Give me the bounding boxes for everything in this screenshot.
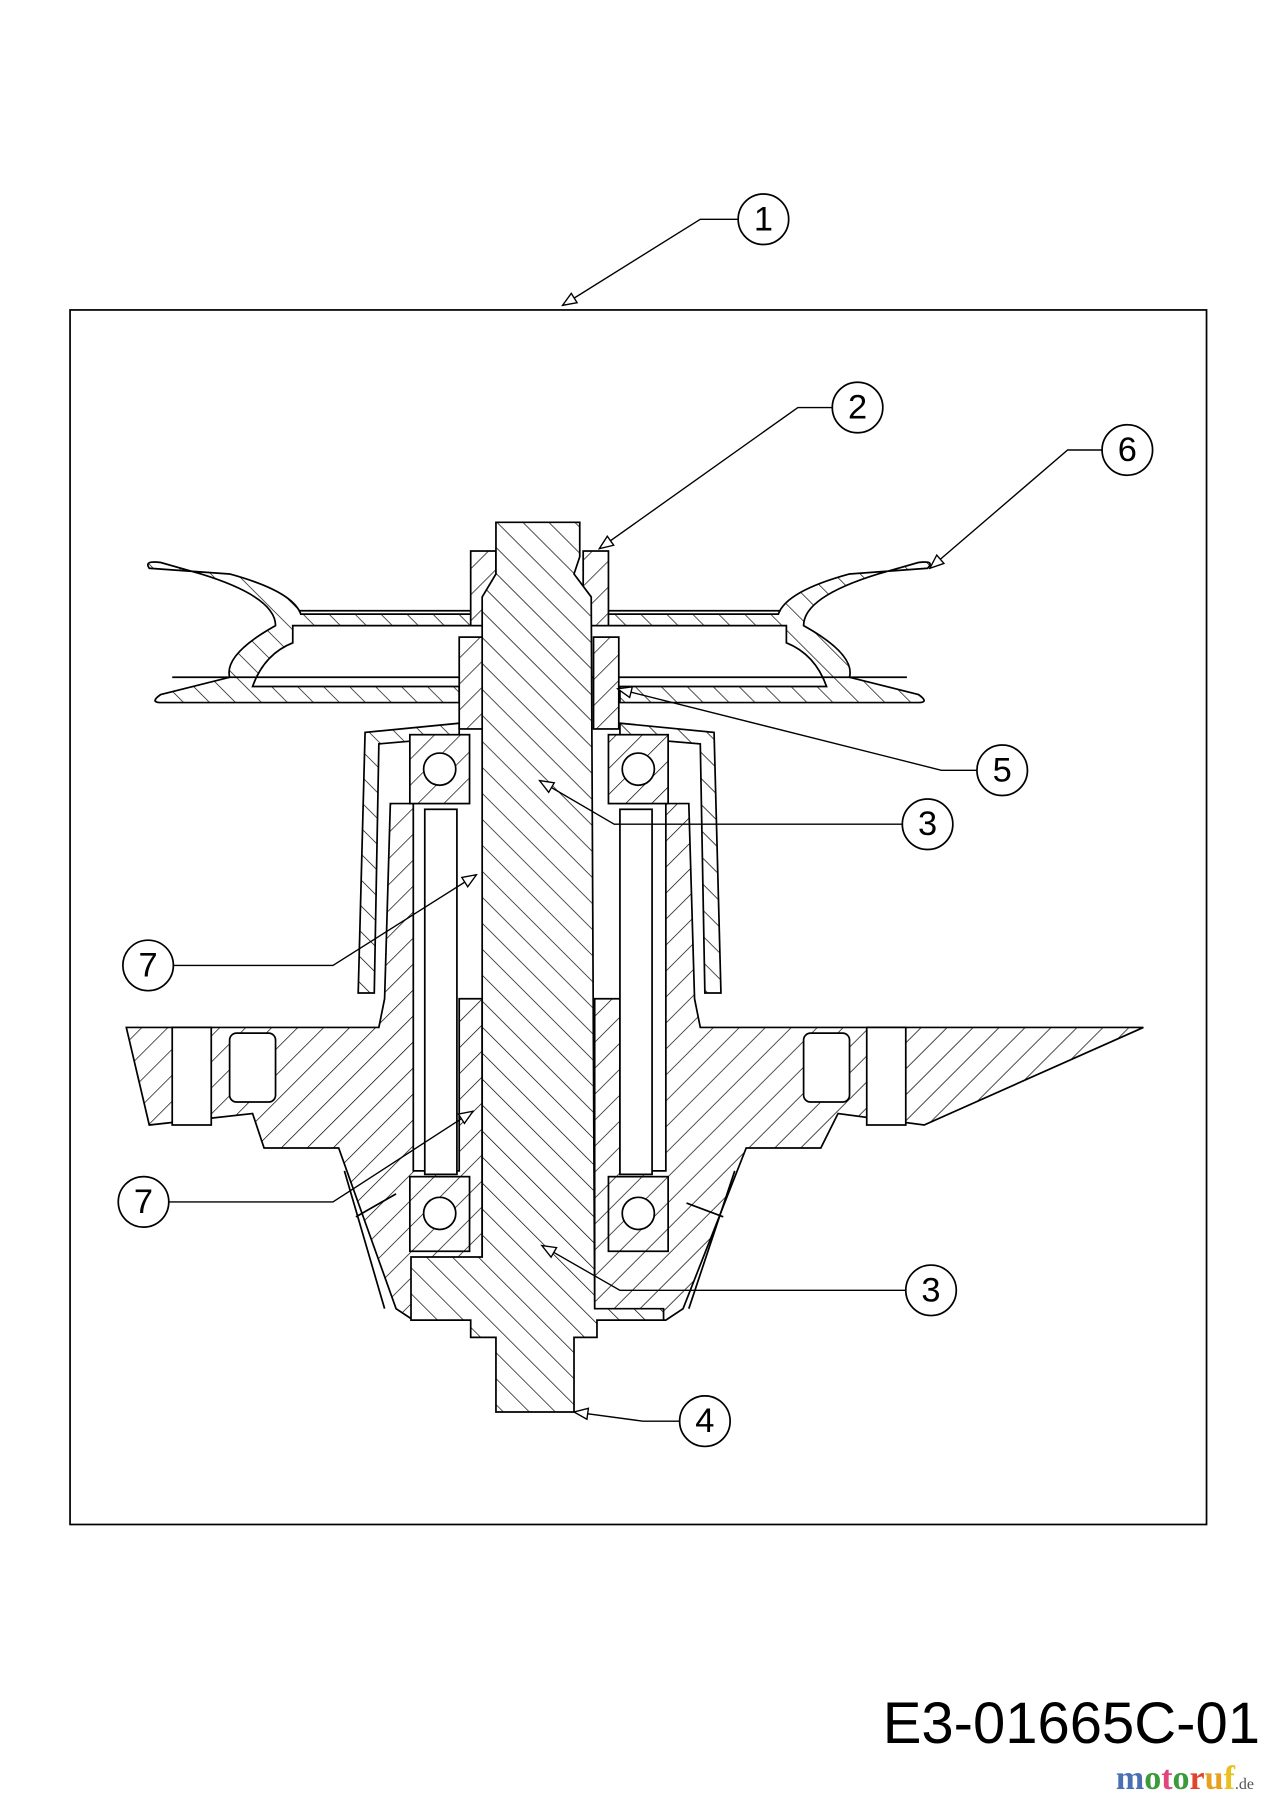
lower-bearings (408, 1175, 670, 1253)
spacer-right (592, 636, 620, 730)
spacer-left (458, 636, 486, 730)
callout-3-upper[interactable]: 3 (901, 798, 954, 851)
leader-lines (168, 218, 1103, 1422)
callout-3-lower[interactable]: 3 (904, 1264, 958, 1317)
watermark-logo: motoruf.de (1115, 1760, 1254, 1797)
callout-5[interactable]: 5 (976, 744, 1029, 797)
callout-2[interactable]: 2 (831, 381, 884, 434)
svg-text:6: 6 (1118, 431, 1137, 469)
callout-7-lower[interactable]: 7 (117, 1175, 170, 1229)
svg-text:4: 4 (695, 1402, 714, 1440)
callout-4[interactable]: 4 (678, 1395, 731, 1448)
assembly-frame (69, 309, 1208, 1526)
svg-text:3: 3 (921, 1271, 940, 1309)
drawing-code: E3-01665C-01 (882, 1691, 1260, 1756)
svg-text:5: 5 (993, 751, 1012, 789)
bearing-spacer-tube (423, 808, 458, 1176)
spindle-shaft (410, 521, 665, 1413)
pulley (146, 561, 495, 704)
svg-text:7: 7 (139, 946, 158, 984)
callout-1[interactable]: 1 (737, 193, 790, 246)
svg-text:2: 2 (848, 389, 867, 427)
svg-text:3: 3 (918, 805, 937, 843)
svg-text:7: 7 (134, 1183, 153, 1221)
callout-6[interactable]: 6 (1101, 423, 1154, 477)
upper-bearings (408, 733, 670, 805)
svg-text:1: 1 (754, 200, 773, 238)
callout-7-upper[interactable]: 7 (122, 939, 175, 992)
